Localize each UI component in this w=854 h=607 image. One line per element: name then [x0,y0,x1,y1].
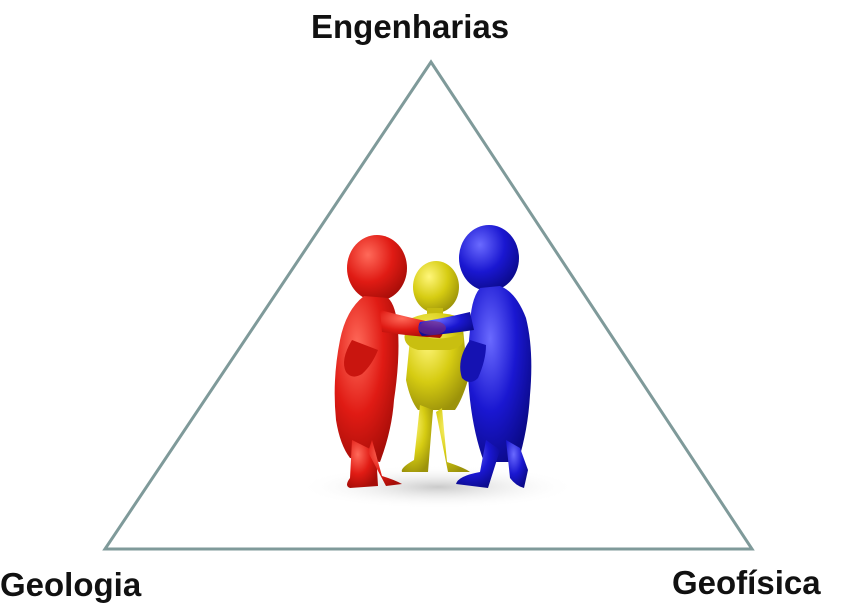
yellow-figure [402,261,470,472]
joined-hands [418,321,446,335]
vertex-label-left: Geologia [0,568,141,601]
vertex-label-top: Engenharias [311,10,509,43]
teamwork-illustration [298,225,578,509]
floor-shadow [298,465,578,509]
vertex-label-right: Geofísica [672,566,821,599]
